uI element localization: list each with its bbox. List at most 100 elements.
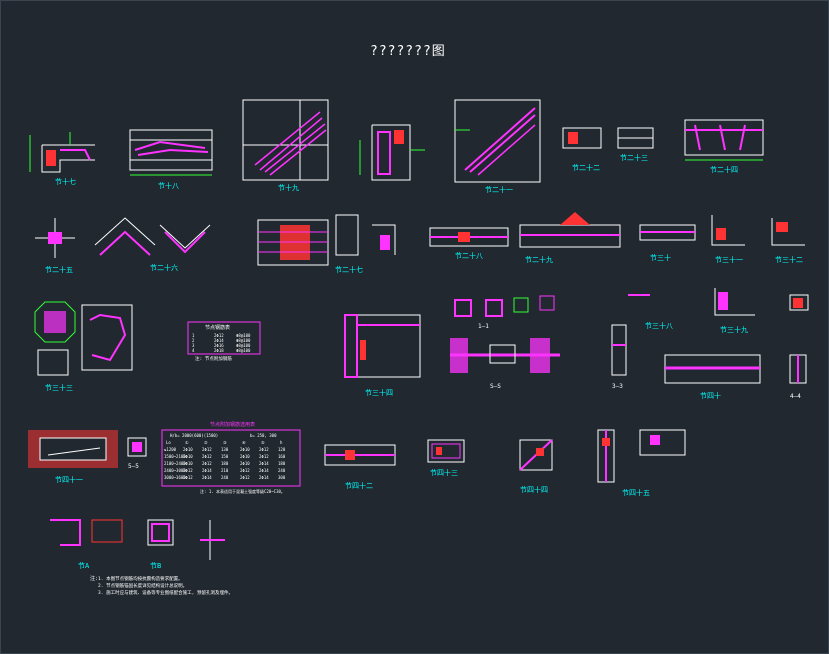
table-large-cell: 2Φ10 <box>240 447 250 452</box>
table-small: 节点钢筋表 <box>187 321 261 355</box>
table-small-cell: 2 <box>192 338 195 343</box>
caption-24: 节二十四 <box>710 165 738 174</box>
table-large-cell: 150 <box>221 454 229 459</box>
detail-36 <box>450 338 560 373</box>
table-large-cell: 2Φ14 <box>202 468 212 473</box>
table-large-cell: ≤1200 <box>164 447 177 452</box>
caption-17: 节十七 <box>55 177 76 186</box>
detail-45 <box>597 429 686 483</box>
table-large-header: b= 250, 300 <box>250 433 277 438</box>
caption-30: 节三十 <box>650 253 671 262</box>
detail-28 <box>429 227 509 247</box>
table-small-cell: 2Φ12 <box>214 333 224 338</box>
detail-25 <box>35 218 75 258</box>
table-large-cell: 2Φ12 <box>202 454 212 459</box>
table-large-cell: 240 <box>278 468 286 473</box>
caption-44: 节四十四 <box>520 485 548 494</box>
caption-19: 节十九 <box>278 183 299 192</box>
table-small-cell: Φ8@100 <box>236 343 251 348</box>
detail-40 <box>664 354 807 384</box>
svg-text:3. 施工时应与建筑、设备等专业图纸配合施工, 预留孔洞及埋: 3. 施工时应与建筑、设备等专业图纸配合施工, 预留孔洞及埋件。 <box>98 589 233 596</box>
svg-text:节点附加钢筋选用表: 节点附加钢筋选用表 <box>210 421 255 428</box>
svg-text:2. 节点钢筋锚固长度详见结构设计总说明。: 2. 节点钢筋锚固长度详见结构设计总说明。 <box>98 582 187 589</box>
caption-45: 节四十五 <box>622 488 650 497</box>
detail-37 <box>611 324 627 376</box>
caption-18: 节十八 <box>158 181 179 190</box>
caption-28: 节二十八 <box>455 251 483 260</box>
table-large-cell: 210 <box>221 468 229 473</box>
caption-29: 节二十九 <box>525 255 553 264</box>
table-large-cell: 180 <box>221 461 229 466</box>
table-large-cell: 1500~2100 <box>164 454 186 459</box>
detail-20 <box>359 124 425 181</box>
caption-21: 节二十一 <box>485 185 513 194</box>
table-large-col-header: ⑤ <box>261 440 265 445</box>
detail-43 <box>427 439 465 463</box>
table-large-cell: 2400~3000 <box>164 468 186 473</box>
table-large-cell: 300 <box>278 475 286 480</box>
section-44: 4—4 <box>790 393 801 400</box>
table-large-cell: 3000~3600 <box>164 475 186 480</box>
table-large-cell: 2Φ12 <box>183 475 193 480</box>
detail-30 <box>639 215 805 246</box>
detail-B <box>147 519 225 560</box>
table-large-col-header: ④ <box>242 440 246 445</box>
table-small-cell: 1 <box>192 333 195 338</box>
detail-41 <box>28 430 147 468</box>
table-large-cell: 160 <box>278 454 286 459</box>
detail-19 <box>242 99 329 181</box>
table-small-cell: 2Φ14 <box>214 338 224 343</box>
table-small-note: 注: 节点附加钢筋 <box>195 355 232 362</box>
table-large-col-header: ② <box>204 440 208 445</box>
detail-27 <box>257 214 396 266</box>
detail-44 <box>519 439 553 471</box>
caption-22: 节二十二 <box>572 163 600 172</box>
table-large-cell: 2Φ12 <box>240 468 250 473</box>
notes-block: 注: 1. 本图节点钢筋均按抗震构造要求配置。 2. 节点钢筋锚固长度详见结构设… <box>90 575 233 596</box>
table-small-cell: 2Φ18 <box>214 348 224 353</box>
table-large-cell: 2Φ14 <box>202 475 212 480</box>
table-large-cell: 2Φ12 <box>259 447 269 452</box>
detail-34 <box>344 314 421 378</box>
table-large-cell: 2Φ10 <box>183 447 193 452</box>
caption-26: 节二十六 <box>150 263 178 272</box>
table-large-cell: 2Φ12 <box>259 454 269 459</box>
table-large-cell: 2Φ12 <box>202 447 212 452</box>
table-large-note: 注: 1. 本表适用于混凝土强度等级C20~C30。 <box>200 488 285 494</box>
table-small-cell: 2Φ16 <box>214 343 224 348</box>
detail-21 <box>454 99 541 183</box>
section-33: 3—3 <box>612 383 623 390</box>
table-large: 节点附加钢筋选用表 <box>161 421 301 487</box>
detail-22 <box>562 127 654 149</box>
table-large-cell: 240 <box>221 475 229 480</box>
detail-38 <box>628 288 809 316</box>
caption-27: 节二十七 <box>335 265 363 274</box>
detail-42 <box>324 444 396 466</box>
caption-25: 节二十五 <box>45 265 73 274</box>
detail-24 <box>684 119 764 161</box>
table-large-cell: 2Φ14 <box>259 461 269 466</box>
table-large-cell: 2Φ12 <box>240 475 250 480</box>
table-large-cell: 120 <box>278 447 286 452</box>
section-s2: S—S <box>490 383 501 390</box>
detail-35 <box>454 295 555 317</box>
table-small-cell: Φ8@100 <box>236 338 251 343</box>
caption-39: 节三十九 <box>720 325 748 334</box>
caption-42: 节四十二 <box>345 481 373 490</box>
detail-33 <box>34 301 133 376</box>
caption-pB: 节B <box>150 562 161 570</box>
caption-41: 节四十一 <box>55 475 83 484</box>
table-large-cell: 180 <box>278 461 286 466</box>
table-large-cell: 2100~2400 <box>164 461 186 466</box>
caption-33: 节三十三 <box>45 383 73 392</box>
table-small-cell: 4 <box>192 348 195 353</box>
table-large-header: H/b= 2000(600)(1500) <box>170 433 218 438</box>
caption-23: 节二十三 <box>620 153 648 162</box>
svg-text:注:: 注: <box>90 575 98 582</box>
table-large-col-header: h <box>280 440 283 445</box>
table-large-cell: 2Φ10 <box>240 454 250 459</box>
table-large-cell: 2Φ10 <box>183 454 193 459</box>
